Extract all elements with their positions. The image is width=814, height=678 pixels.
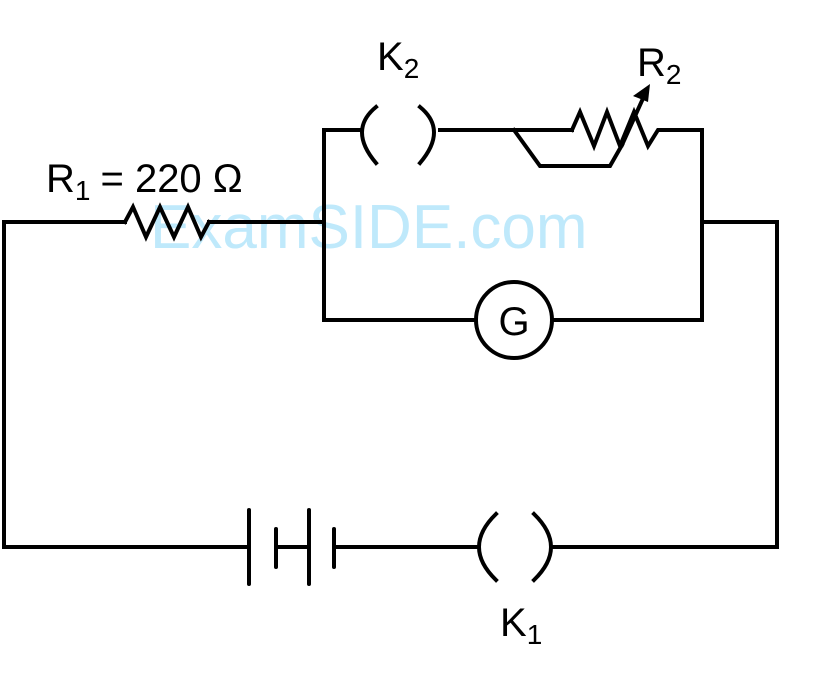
r2-zigzag bbox=[569, 106, 704, 322]
variable-resistor-r2 bbox=[511, 84, 704, 322]
wire-k1-to-right bbox=[551, 220, 779, 549]
battery bbox=[247, 508, 336, 586]
k1-left-arc bbox=[477, 511, 499, 583]
r2-arrow-shaft bbox=[619, 91, 648, 148]
k2-label: K2 bbox=[377, 35, 419, 84]
k2-right-arc bbox=[417, 104, 436, 166]
wire-left bbox=[2, 220, 251, 549]
k1-right-arc bbox=[531, 511, 553, 583]
k2-left-arc bbox=[360, 104, 379, 166]
galvanometer: G bbox=[474, 280, 554, 360]
watermark: ExamSIDE.com bbox=[150, 193, 588, 262]
r2-slider-contact bbox=[511, 127, 625, 168]
k1-label: K1 bbox=[500, 601, 542, 650]
r2-arrow-head-icon bbox=[633, 84, 650, 102]
plug-key-k1 bbox=[477, 511, 553, 583]
r2-label: R2 bbox=[637, 41, 681, 90]
main-loop-wires bbox=[2, 220, 779, 549]
plug-key-k2 bbox=[360, 104, 436, 166]
resistor-r1 bbox=[122, 202, 212, 242]
galvanometer-circle bbox=[474, 280, 554, 360]
wire-parallel-left bbox=[322, 128, 478, 322]
r1-label: R1= 220 Ω bbox=[46, 157, 243, 206]
galvanometer-label: G bbox=[498, 300, 529, 344]
